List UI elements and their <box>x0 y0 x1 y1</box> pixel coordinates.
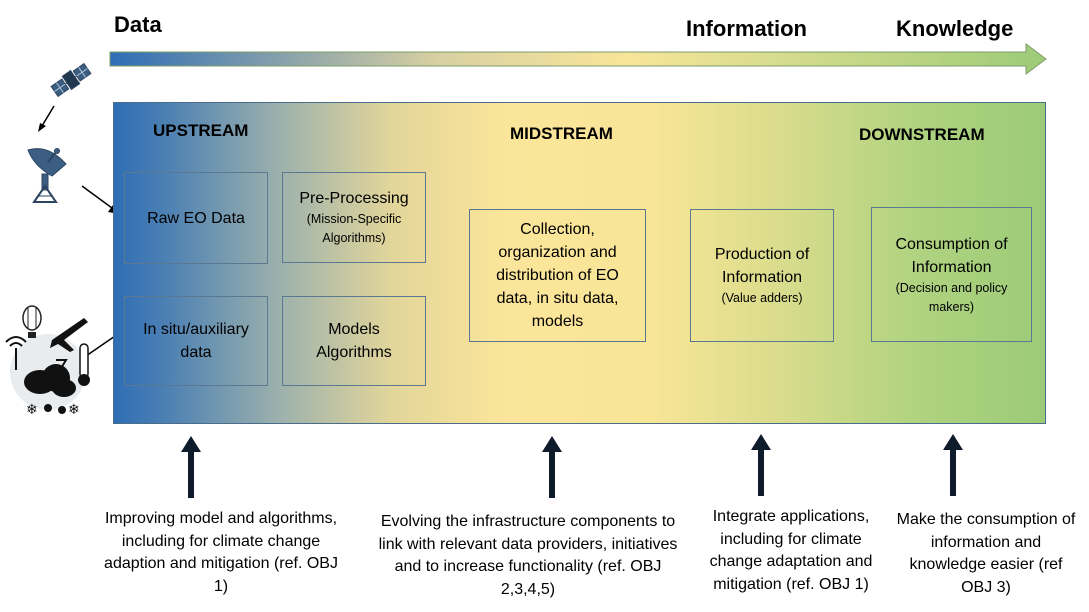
production-label: Production of Information <box>714 246 810 286</box>
information-label: Information <box>686 16 807 41</box>
pre-processing-box: Pre-Processing (Mission-Specific Algorit… <box>282 172 426 263</box>
upstream-heading: UPSTREAM <box>153 121 249 140</box>
production-note: (Value adders) <box>721 291 803 305</box>
pre-processing-note: (Mission-Specific Algorithms) <box>306 212 402 245</box>
collection-box: Collection, organization and distributio… <box>469 209 646 342</box>
svg-text:❄: ❄ <box>26 402 38 418</box>
raw-eo-data-label: Raw EO Data <box>147 209 245 227</box>
satellite-dish-icon <box>27 148 67 203</box>
up-arrow-icon <box>943 434 963 496</box>
pre-processing-label: Pre-Processing <box>299 190 409 207</box>
raw-eo-data-box: Raw EO Data <box>124 172 268 264</box>
consumption-label: Consumption of Information <box>895 235 1008 276</box>
in-situ-data-box: In situ/auxiliary data <box>124 296 268 386</box>
up-arrow-icon <box>181 436 201 498</box>
caption-consumption-easier: Make the consumption of information and … <box>896 511 1076 596</box>
consumption-note: (Decision and policy makers) <box>895 280 1008 314</box>
caption-integrate-applications: Integrate applications, including for cl… <box>709 508 873 593</box>
up-arrow-icon <box>751 434 771 496</box>
satellite-to-dish-arrow <box>38 105 55 132</box>
data-to-knowledge-arrow <box>109 43 1047 75</box>
knowledge-label: Knowledge <box>896 16 1014 41</box>
production-box: Production of Information (Value adders) <box>690 209 834 342</box>
midstream-heading: MIDSTREAM <box>510 124 613 143</box>
models-box: Models Algorithms <box>282 296 426 386</box>
data-label: Data <box>114 12 162 37</box>
in-situ-data-label: In situ/auxiliary data <box>143 321 249 361</box>
collection-label: Collection, organization and distributio… <box>496 221 619 330</box>
downstream-heading: DOWNSTREAM <box>859 125 985 144</box>
caption-evolving-infrastructure: Evolving the infrastructure components t… <box>378 513 678 598</box>
consumption-box: Consumption of Information (Decision and… <box>871 207 1032 342</box>
svg-text:❄: ❄ <box>68 402 80 418</box>
weather-sensors-icon: ❄ ❄ <box>5 305 90 418</box>
caption-improving-models: Improving model and algorithms, includin… <box>104 510 338 595</box>
value-chain-panel <box>113 102 1046 424</box>
models-label: Models Algorithms <box>316 321 392 361</box>
up-arrow-icon <box>542 436 562 498</box>
satellite-icon <box>50 62 92 98</box>
